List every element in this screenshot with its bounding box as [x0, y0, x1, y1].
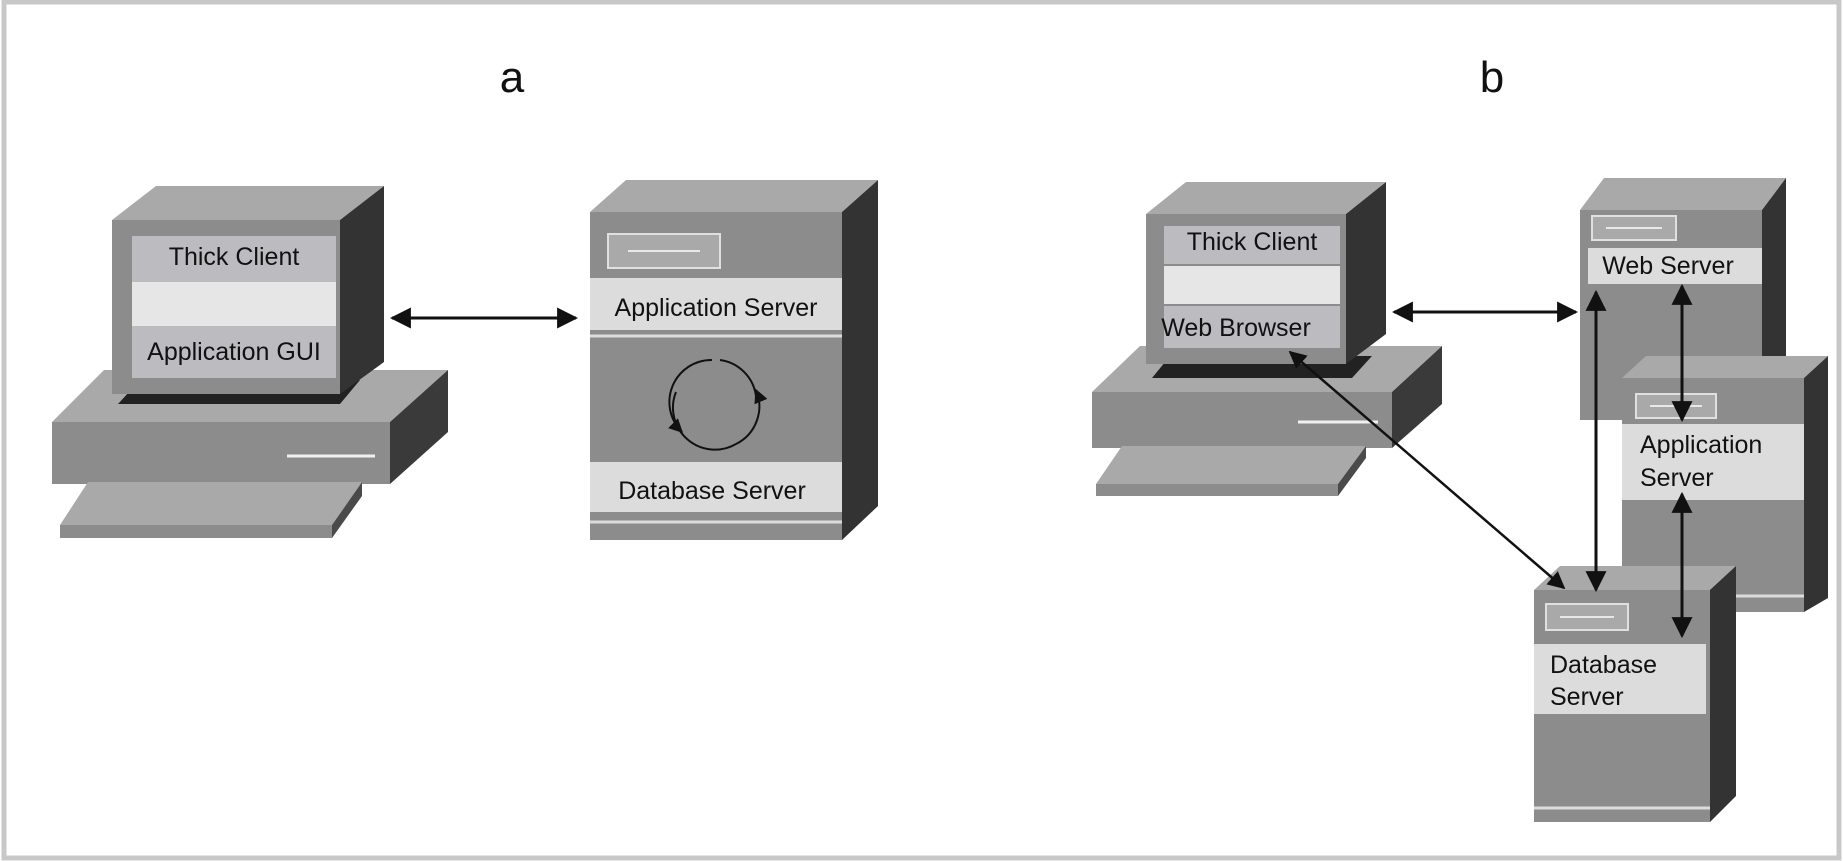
web-browser-label: Web Browser [1161, 314, 1311, 342]
thick-client-computer-b: Thick Client Web Browser [1092, 182, 1442, 496]
server-tower-a: Application Server Database Server [590, 180, 878, 540]
application-server-label-b-line1: Application [1640, 431, 1762, 459]
tower-top-a [590, 180, 878, 212]
monitor-side [340, 186, 384, 394]
thick-client-label-b: Thick Client [1187, 228, 1318, 256]
database-server-label-b-line1: Database [1550, 651, 1657, 679]
panel-a: a Thick Client Application GUI [52, 53, 878, 540]
keyboard-front [60, 525, 332, 538]
keyboard-front-b [1096, 484, 1338, 496]
db-tower-top [1534, 566, 1736, 590]
database-server-label-a: Database Server [618, 477, 806, 505]
app-tower-top [1622, 356, 1828, 378]
application-server-label-b-line2: Server [1640, 464, 1714, 492]
web-server-label: Web Server [1602, 252, 1734, 280]
app-tower-side [1804, 356, 1828, 612]
tower-side-a [842, 180, 878, 540]
keyboard-top [60, 482, 362, 525]
app-server-band [1622, 424, 1804, 500]
screen-band-top [132, 238, 336, 280]
web-tower-top [1580, 178, 1786, 210]
db-tower-side [1710, 566, 1736, 822]
db-server-band-a [590, 462, 842, 512]
screen-band-top-b [1164, 226, 1340, 264]
cycle-arrow-left-lower [671, 391, 737, 451]
thick-client-label-a: Thick Client [169, 243, 300, 271]
database-server-tower: Database Server [1534, 566, 1736, 822]
thick-client-computer-a: Thick Client Application GUI [52, 186, 448, 538]
monitor-top [112, 186, 384, 220]
screen-band-middle [132, 282, 336, 326]
application-server-label-a: Application Server [615, 294, 818, 322]
keyboard-side [332, 482, 362, 538]
cycle-arrow-right-lower [735, 388, 768, 445]
keyboard-top-b [1096, 446, 1366, 484]
screen-band-bottom [132, 328, 336, 374]
panel-b: b Thick Client Web Browser [1092, 53, 1828, 822]
app-server-band-a [590, 278, 842, 330]
browser-database-arrow [1288, 350, 1566, 590]
screen-band-bottom-b [1164, 306, 1340, 348]
panel-b-title: b [1480, 53, 1504, 102]
monitor-top-b [1146, 182, 1386, 214]
screen-band-middle-b [1164, 266, 1340, 304]
desktop-base-front [52, 422, 390, 484]
panel-a-title: a [500, 53, 525, 102]
database-server-label-b-line2: Server [1550, 683, 1624, 711]
application-gui-label: Application GUI [147, 338, 321, 366]
monitor-side-b [1346, 182, 1386, 364]
web-server-band [1588, 248, 1762, 284]
desktop-base-side [390, 370, 448, 484]
db-server-band [1534, 644, 1706, 714]
